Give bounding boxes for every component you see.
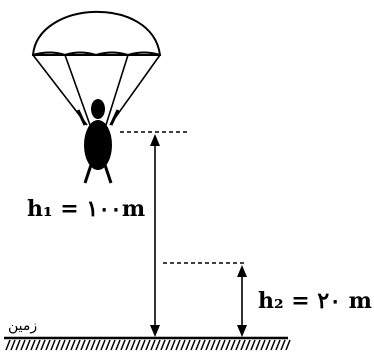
height-label-h2: h₂ = ۲۰ m xyxy=(258,288,372,314)
ground xyxy=(4,336,291,351)
parachute-canopy xyxy=(31,10,162,57)
ground-label: زمین xyxy=(8,318,37,334)
parachutist xyxy=(76,99,120,184)
height-arrow-h1 xyxy=(150,134,160,337)
height-label-h1: h₁ = ۱۰۰m xyxy=(27,196,145,222)
height-arrow-h2 xyxy=(237,265,247,337)
